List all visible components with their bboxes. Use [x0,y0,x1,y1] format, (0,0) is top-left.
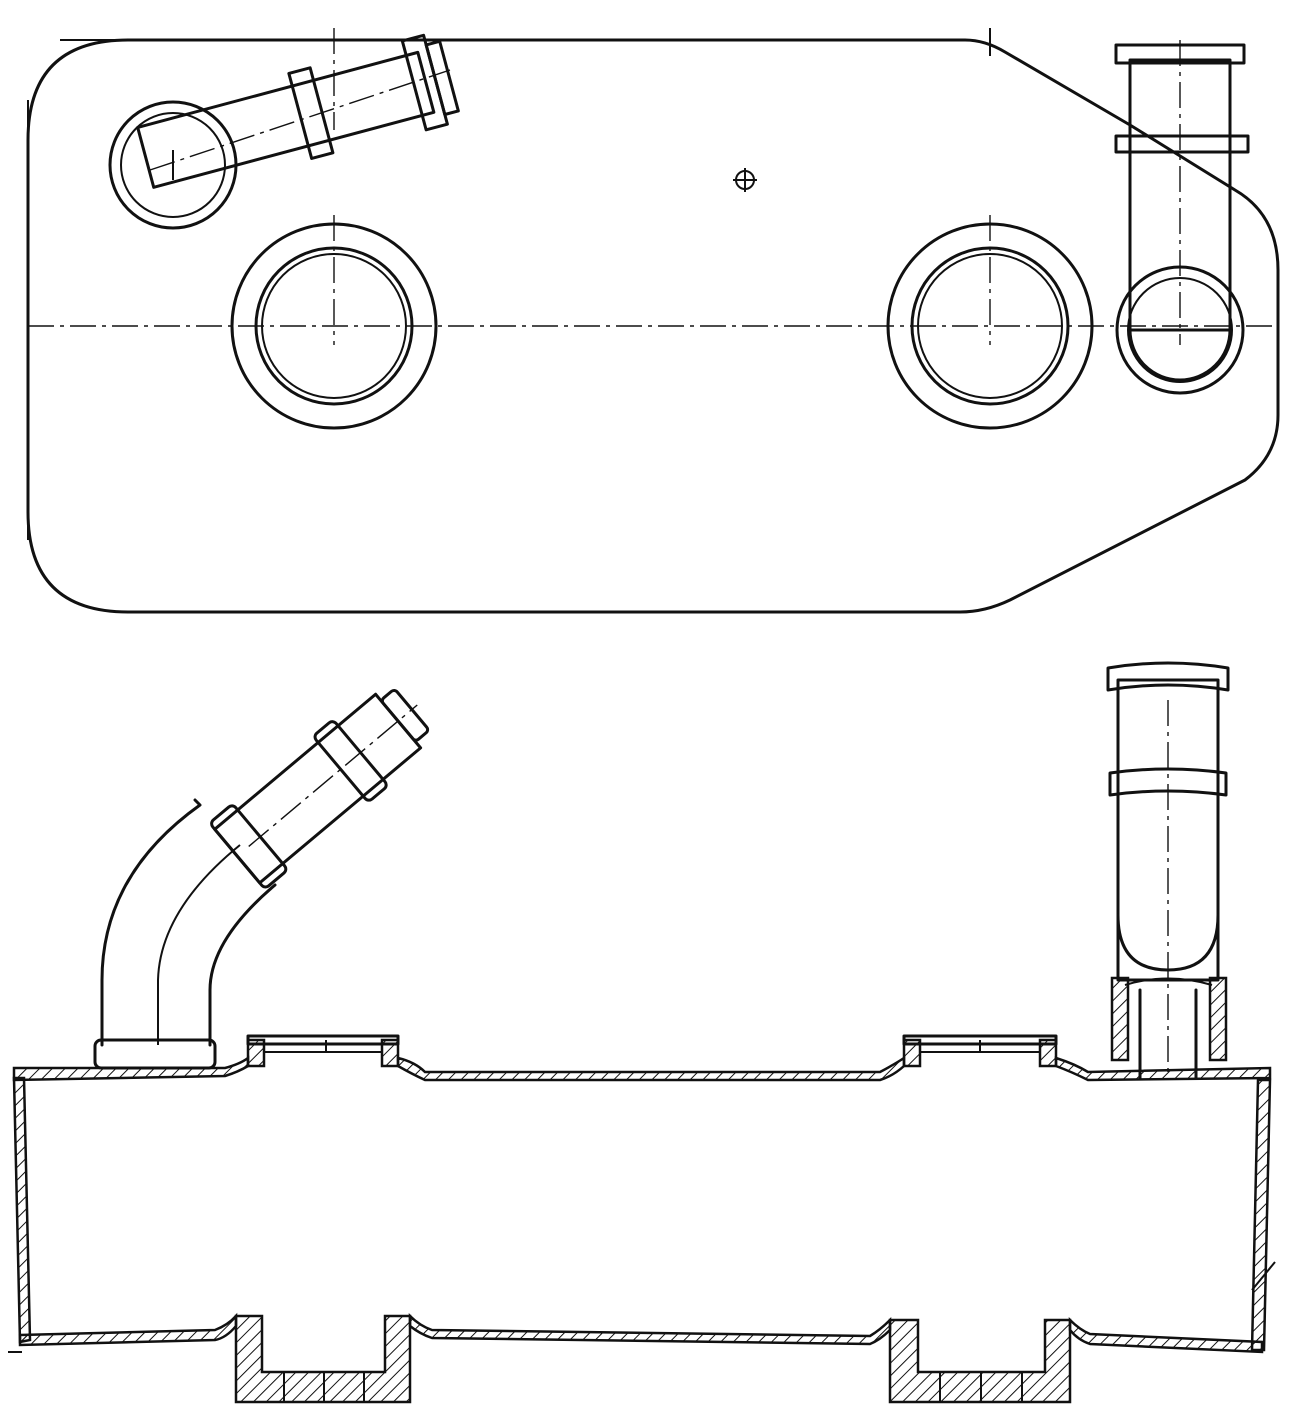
bottom-plate-section [18,1312,1264,1354]
left-port-ring [230,222,438,430]
right-upper-boss [902,1034,1058,1068]
right-port-ring [886,222,1094,430]
left-upper-boss [246,1034,400,1068]
right-wall-break-mark [1251,1261,1276,1291]
right-side-wall [1250,1078,1272,1352]
locating-hole [733,168,757,192]
straight-outlet-pipe-top [1114,40,1250,395]
angled-inlet-pipe-side [93,688,430,1070]
angled-inlet-pipe-top [108,33,460,230]
top-plate-section [12,1055,1272,1082]
left-side-wall [12,1076,32,1344]
sectional-side-view [8,661,1276,1404]
top-view [26,28,1280,614]
straight-outlet-pipe-side [1106,661,1230,1080]
